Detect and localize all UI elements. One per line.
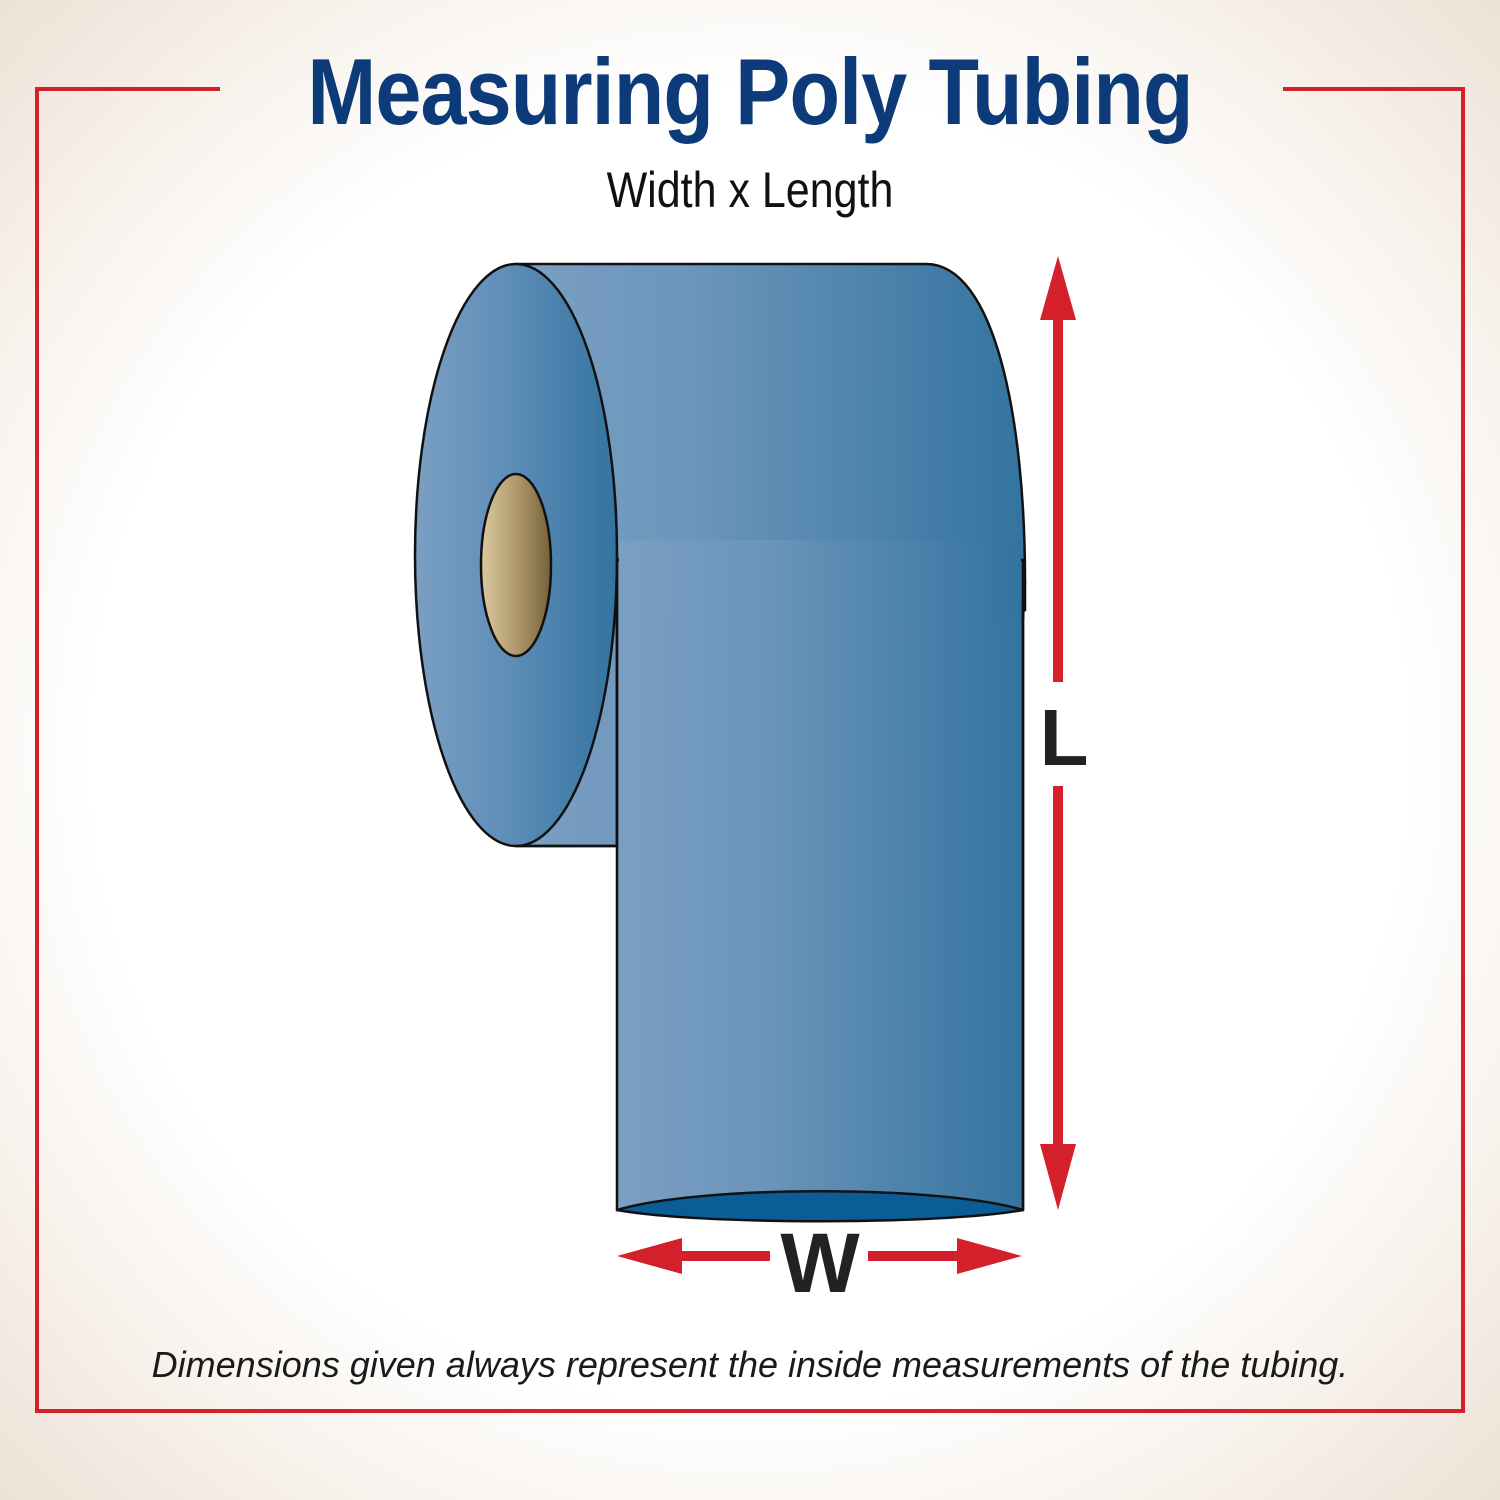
double-arrow-vertical-icon xyxy=(1040,256,1076,1210)
tube-right-joint xyxy=(1021,579,1027,621)
page-subtitle: Width x Length xyxy=(606,162,894,218)
footer-note: Dimensions given always represent the in… xyxy=(151,1344,1349,1385)
page-title: Measuring Poly Tubing xyxy=(307,39,1193,144)
core xyxy=(479,472,553,658)
width-label: W xyxy=(780,1216,860,1310)
hanging-tube xyxy=(615,558,1025,1212)
double-arrow-horizontal-icon xyxy=(617,1238,1022,1274)
frame xyxy=(35,87,1465,1413)
tube-seam-fill xyxy=(619,540,1021,620)
length-label: L xyxy=(1039,693,1089,782)
tube-opening xyxy=(616,1190,1024,1223)
